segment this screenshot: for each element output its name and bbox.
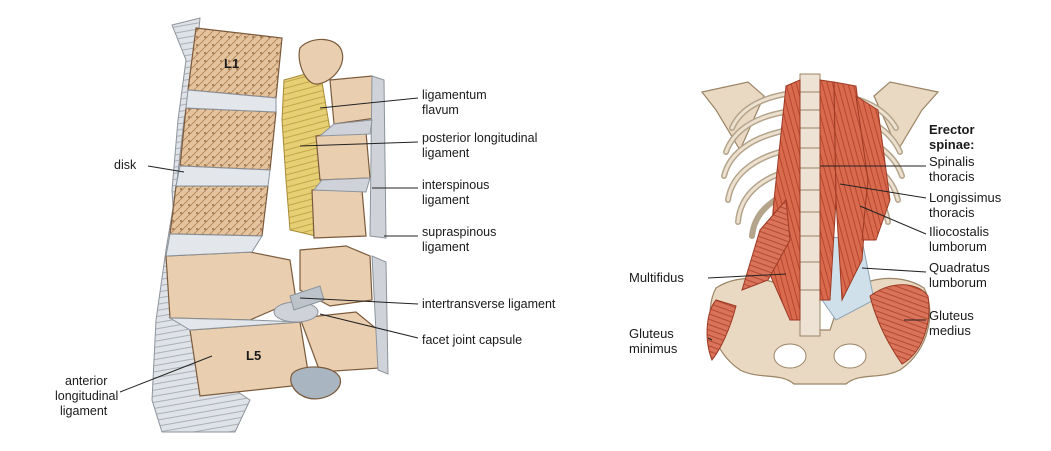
label-anterior-longitudinal-ligament: anterior longitudinal ligament <box>55 374 119 419</box>
label-line: longitudinal <box>55 389 119 403</box>
vertebra-label-l1: L1 <box>224 56 239 71</box>
label-line: thoracis <box>929 205 975 220</box>
left-leader-lines <box>119 97 419 393</box>
label-line: Gluteus <box>629 326 674 341</box>
label-quadratus-lumborum: Quadratus lumborum <box>929 260 990 290</box>
label-line: Iliocostalis <box>929 224 989 239</box>
label-longissimus-thoracis: Longissimus thoracis <box>929 190 1001 220</box>
vertebra-label-l5: L5 <box>246 348 261 363</box>
label-line: ligament <box>422 146 470 160</box>
longissimus-muscle <box>833 81 869 302</box>
label-line: Quadratus <box>929 260 990 275</box>
label-line: ligamentum <box>422 88 487 102</box>
label-line: ligament <box>422 240 470 254</box>
label-iliocostalis-lumborum: Iliocostalis lumborum <box>929 224 989 254</box>
right-leader-lines <box>707 165 927 341</box>
label-spinalis-thoracis: Spinalis thoracis <box>929 154 975 184</box>
label-multifidus: Multifidus <box>629 270 684 285</box>
label-posterior-longitudinal-ligament: posterior longitudinal ligament <box>422 131 537 161</box>
label-line: lumborum <box>929 239 987 254</box>
label-line: flavum <box>422 103 459 117</box>
label-facet-joint-capsule: facet joint capsule <box>422 333 522 348</box>
spine-column <box>799 73 821 337</box>
label-line: thoracis <box>929 169 975 184</box>
spinalis-muscle <box>819 79 837 301</box>
label-line: Spinalis <box>929 154 975 169</box>
label-line: posterior longitudinal <box>422 131 538 145</box>
label-gluteus-medius: Gluteus medius <box>929 308 974 338</box>
vertebral-bodies <box>165 27 311 397</box>
label-line: Gluteus <box>929 308 974 323</box>
label-supraspinous-ligament: supraspinous ligament <box>422 225 496 255</box>
label-line: supraspinous <box>422 225 497 239</box>
label-line: Longissimus <box>929 190 1002 205</box>
label-line: lumborum <box>929 275 987 290</box>
label-intertransverse-ligament: intertransverse ligament <box>422 297 555 312</box>
label-interspinous-ligament: interspinous ligament <box>422 178 489 208</box>
lumbar-spine-illustration: L1 L5 <box>119 17 419 433</box>
label-line: anterior <box>65 374 108 388</box>
label-line: ligament <box>422 193 470 207</box>
label-disk: disk <box>114 158 136 173</box>
label-gluteus-minimus: Gluteus minimus <box>629 326 677 356</box>
label-line: disk <box>114 158 137 172</box>
heading-erector-spinae: Erector spinae: <box>929 122 975 152</box>
heading-line: Erector <box>929 122 975 137</box>
iliocostalis-muscle <box>855 94 891 241</box>
intervertebral-disks <box>165 89 301 331</box>
label-line: ligament <box>60 404 108 418</box>
label-line: facet joint capsule <box>422 333 523 347</box>
label-line: medius <box>929 323 971 338</box>
anterior-ligament-shape <box>151 17 251 433</box>
label-line: Multifidus <box>629 270 684 285</box>
label-line: interspinous <box>422 178 490 192</box>
gluteus-medius-muscle <box>869 284 930 365</box>
label-line: minimus <box>629 341 678 356</box>
gluteus-minimus-muscle <box>706 299 737 361</box>
spinous-ligaments <box>312 75 389 375</box>
heading-line: spinae: <box>929 137 975 152</box>
label-ligamentum-flavum: ligamentum flavum <box>422 88 487 118</box>
back-muscles-illustration <box>700 73 940 385</box>
label-line: intertransverse ligament <box>422 297 556 311</box>
